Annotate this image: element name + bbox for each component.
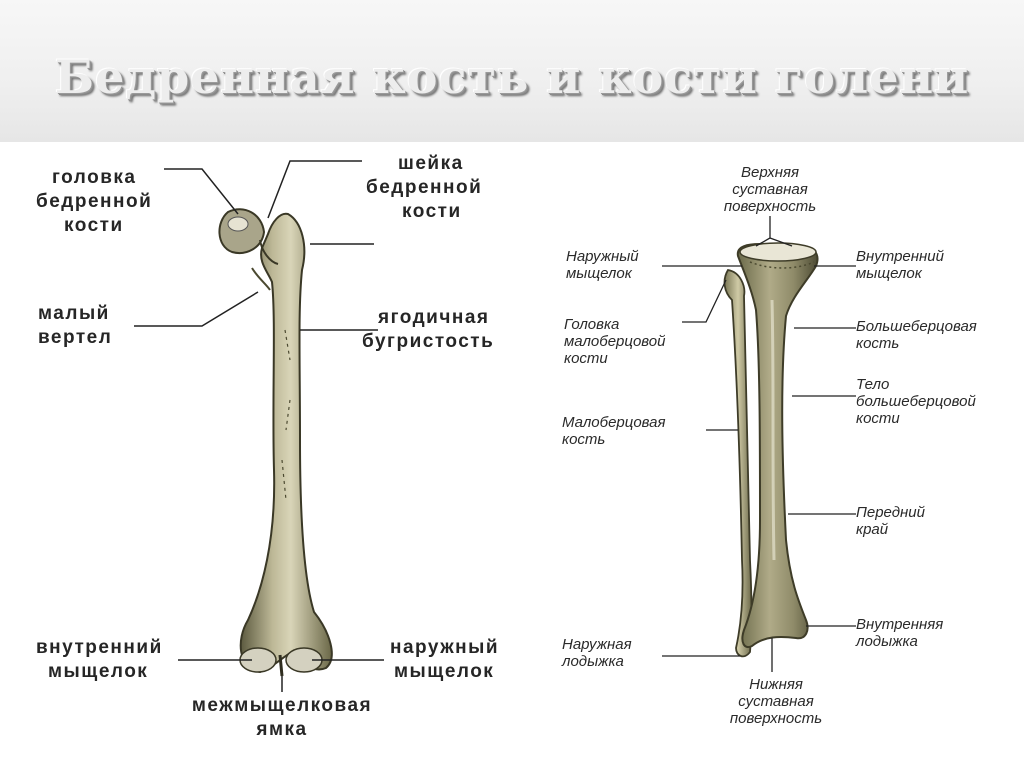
lateral-condyle-label: наружный мыщелок [390,637,500,682]
femur-leader-lines [134,160,384,692]
femoral-head-label: головка бедренной кости [36,167,153,236]
anterior-border-label: Передний край [856,504,925,538]
medial-tibial-condyle-label: Внутренний мыщелок [856,248,944,282]
femoral-neck-label: шейка бедренной кости [366,153,483,222]
medial-malleolus-label: Внутренняя лодыжка [856,616,944,650]
lesser-trochanter-label: малый вертел [38,303,113,348]
fibula-bone [723,269,753,658]
lateral-malleolus-label: Наружная лодыжка [562,636,632,670]
title-band [0,0,1024,142]
lateral-tibial-condyle-label: Наружный мыщелок [566,248,639,282]
lower-articular-surface-label: Нижняя суставная поверхность [729,676,823,727]
fibula-label: Малоберцовая кость [562,414,666,448]
tibial-body-label: Тело большеберцовой кости [856,376,976,427]
tibia-label: Большеберцовая кость [856,318,977,352]
intercondylar-fossa-label: межмыщелковая ямка [191,695,373,740]
fibular-head-label: Головка малоберцовой кости [564,316,666,367]
tibia-leader-lines [662,216,856,672]
slide-title: Бедренная кость и кости голени [54,50,970,104]
upper-articular-surface-label: Верхняя суставная поверхность [723,164,817,215]
gluteal-tuberosity-label: ягодичная бугристость [362,307,495,352]
medial-condyle-label: внутренний мыщелок [36,637,163,682]
femur-bone [218,208,333,677]
